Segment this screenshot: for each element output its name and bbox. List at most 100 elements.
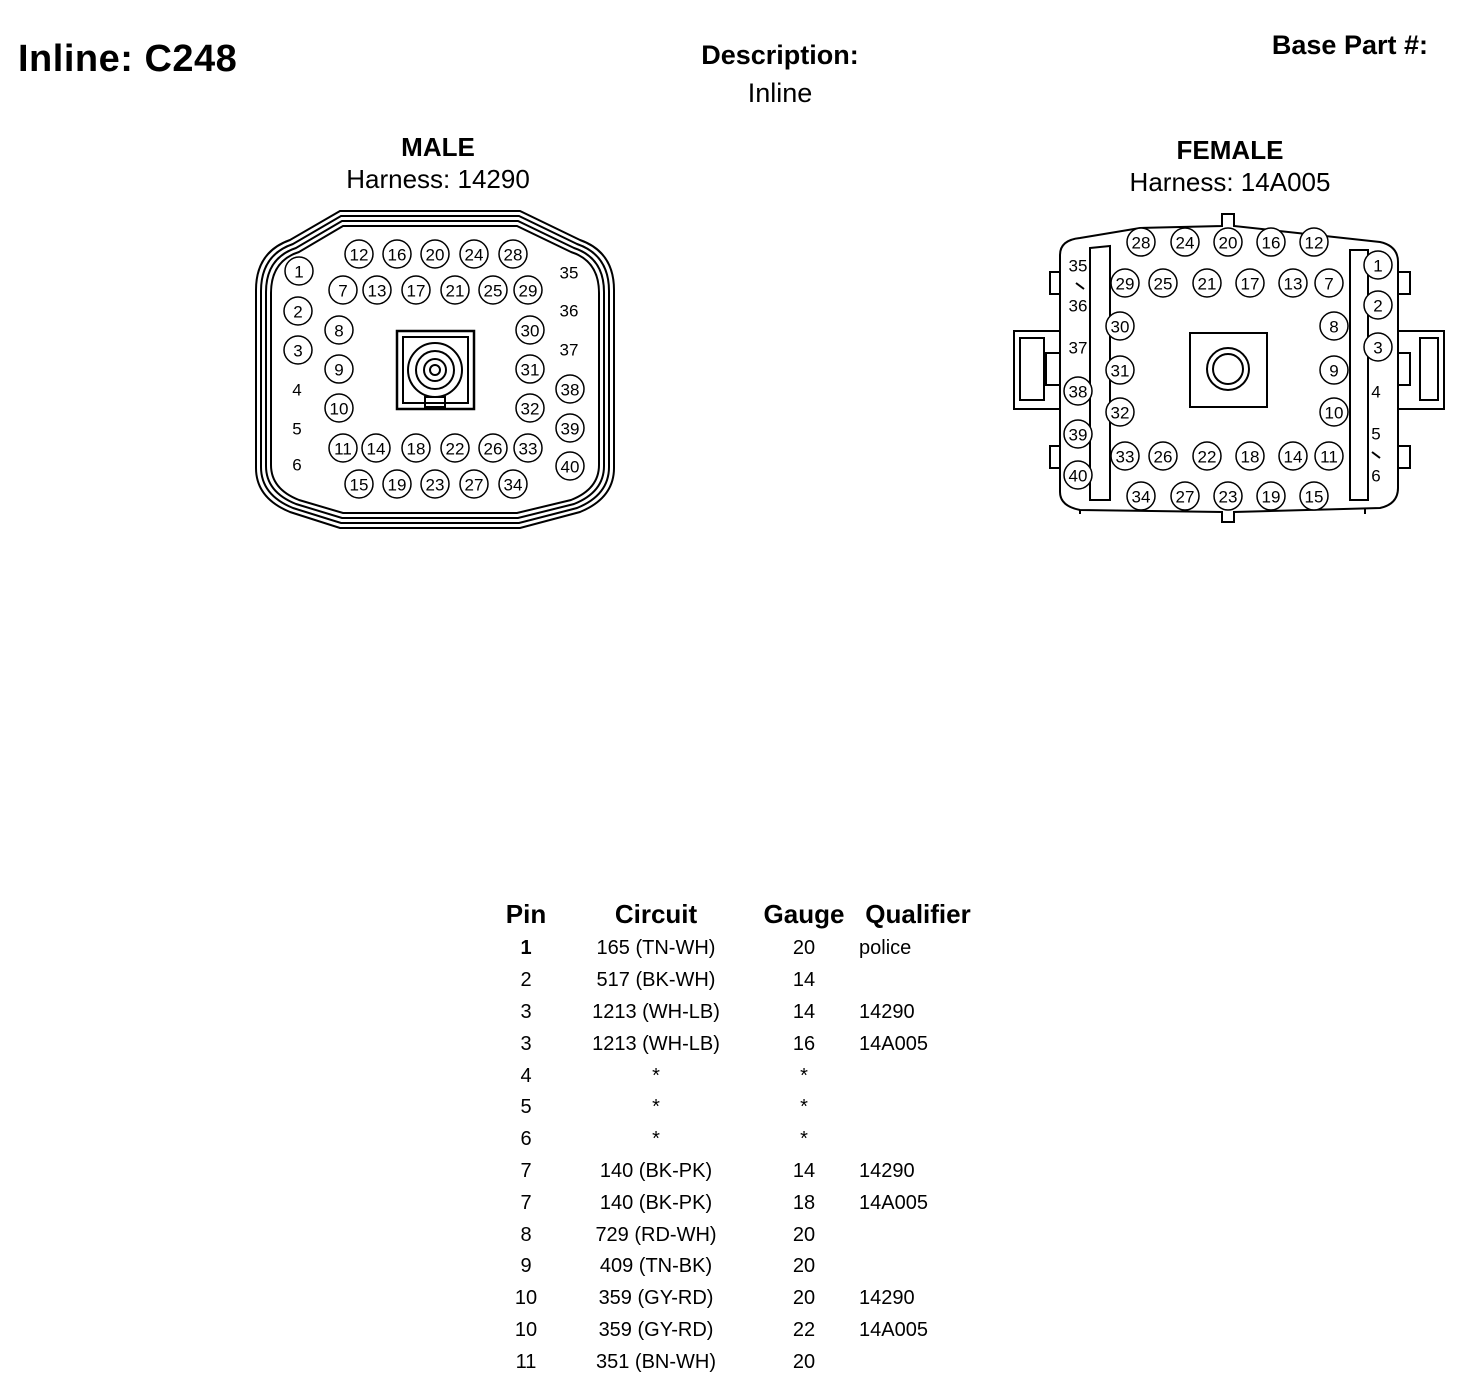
table-row: 5** [495,1092,983,1124]
male-pin-circle [324,393,354,423]
female-range-mark [1075,282,1085,290]
male-pin-circle [555,451,585,481]
female-pin-number: 3 [1373,339,1382,358]
female-pin-number: 13 [1284,275,1303,294]
male-pin-circle [420,469,450,499]
cell-qualifier: 14A005 [859,1032,928,1055]
female-pin-number: 11 [1320,448,1338,467]
male-pin-number: 20 [426,246,445,265]
female-pin-number: 14 [1284,448,1303,467]
female-pin-circle [1299,227,1329,257]
female-pin-number: 26 [1154,448,1173,467]
female-pin-circle [1235,268,1265,298]
female-pin-number: 8 [1329,318,1338,337]
cell-circuit: 140 (BK-PK) [599,1159,713,1182]
female-range-mark [1371,451,1381,459]
female-pin-circle [1126,227,1156,257]
female-pin-number: 10 [1325,404,1344,423]
description-label: Description: [701,40,859,70]
female-pin-circle [1363,290,1393,320]
male-pin-number: 39 [561,420,580,439]
cell-pin: 2 [520,969,532,992]
female-cavity-label: 37 [1069,339,1088,358]
cell-qualifier [853,1346,983,1378]
female-cavity-label: 6 [1371,467,1380,486]
cell-qualifier [853,1124,983,1156]
female-pin-number: 25 [1154,275,1173,294]
male-connector-body [255,210,615,529]
female-cavity-label: 5 [1371,425,1380,444]
male-pin-circle [328,275,358,305]
cell-pin: 1 [520,937,532,960]
male-cavity-label: 36 [560,302,579,321]
cell-qualifier [853,1219,983,1251]
cell-circuit: 1213 (WH-LB) [592,1000,720,1023]
cell-qualifier: 14290 [859,1159,915,1182]
cell-pin: 5 [520,1096,532,1119]
table-row: 6** [495,1124,983,1156]
female-pin-circle [1110,441,1140,471]
cell-pin: 4 [520,1064,532,1087]
female-connector-body [1013,213,1445,523]
female-pin-number: 7 [1324,275,1333,294]
female-pin-number: 9 [1329,362,1338,381]
female-pin-circle [1105,397,1135,427]
male-pin-circle [440,433,470,463]
female-pin-circle [1063,460,1093,490]
male-harness: Harness: 14290 [346,164,530,194]
cell-pin: 6 [520,1128,532,1151]
female-harness: Harness: 14A005 [1129,167,1331,197]
female-pin-number: 32 [1111,404,1130,423]
female-pin-circle [1256,227,1286,257]
male-pin-number: 30 [521,322,540,341]
female-pin-circle [1278,441,1308,471]
cell-circuit: 409 (TN-BK) [599,1255,713,1278]
male-pin-circle [478,433,508,463]
female-pin-number: 18 [1241,448,1260,467]
connector-title: Inline: C248 [18,38,238,80]
female-pin-circle [1148,441,1178,471]
female-pin-number: 29 [1116,275,1135,294]
female-pin-number: 21 [1198,275,1217,294]
description-value: Inline [747,78,813,108]
male-pin-circle [328,433,358,463]
header-gauge: Gauge [763,898,845,929]
male-pin-circle [284,256,314,286]
cell-pin: 11 [515,1350,537,1373]
cell-gauge: 14 [792,1159,816,1182]
female-pin-number: 20 [1219,234,1238,253]
male-pin-number: 25 [484,282,503,301]
cell-circuit: 359 (GY-RD) [598,1287,714,1310]
male-pin-number: 3 [293,342,302,361]
cell-qualifier: 14A005 [859,1191,928,1214]
cell-qualifier: 14290 [859,1287,915,1310]
male-pin-circle [515,315,545,345]
male-cavity-label: 35 [560,264,579,283]
male-pin-number: 1 [294,263,303,282]
male-pin-number: 7 [338,282,347,301]
male-pin-number: 2 [293,303,302,322]
male-pin-number: 10 [330,400,349,419]
cell-gauge: 18 [792,1191,816,1214]
cell-pin: 8 [520,1223,532,1246]
male-pin-circle [283,296,313,326]
male-pin-circle [498,469,528,499]
cell-gauge: 22 [792,1318,816,1341]
cell-pin: 3 [520,1000,532,1023]
cell-circuit: 140 (BK-PK) [599,1191,713,1214]
female-pin-number: 31 [1111,362,1130,381]
female-pin-circle [1314,268,1344,298]
cell-qualifier: 14290 [859,1000,915,1023]
cell-circuit: 729 (RD-WH) [595,1223,717,1246]
cell-qualifier: police [859,937,912,960]
female-cavity-label: 4 [1371,383,1380,402]
male-pin-number: 26 [484,440,503,459]
header-qualifier: Qualifier [865,898,971,929]
cell-qualifier [853,1060,983,1092]
